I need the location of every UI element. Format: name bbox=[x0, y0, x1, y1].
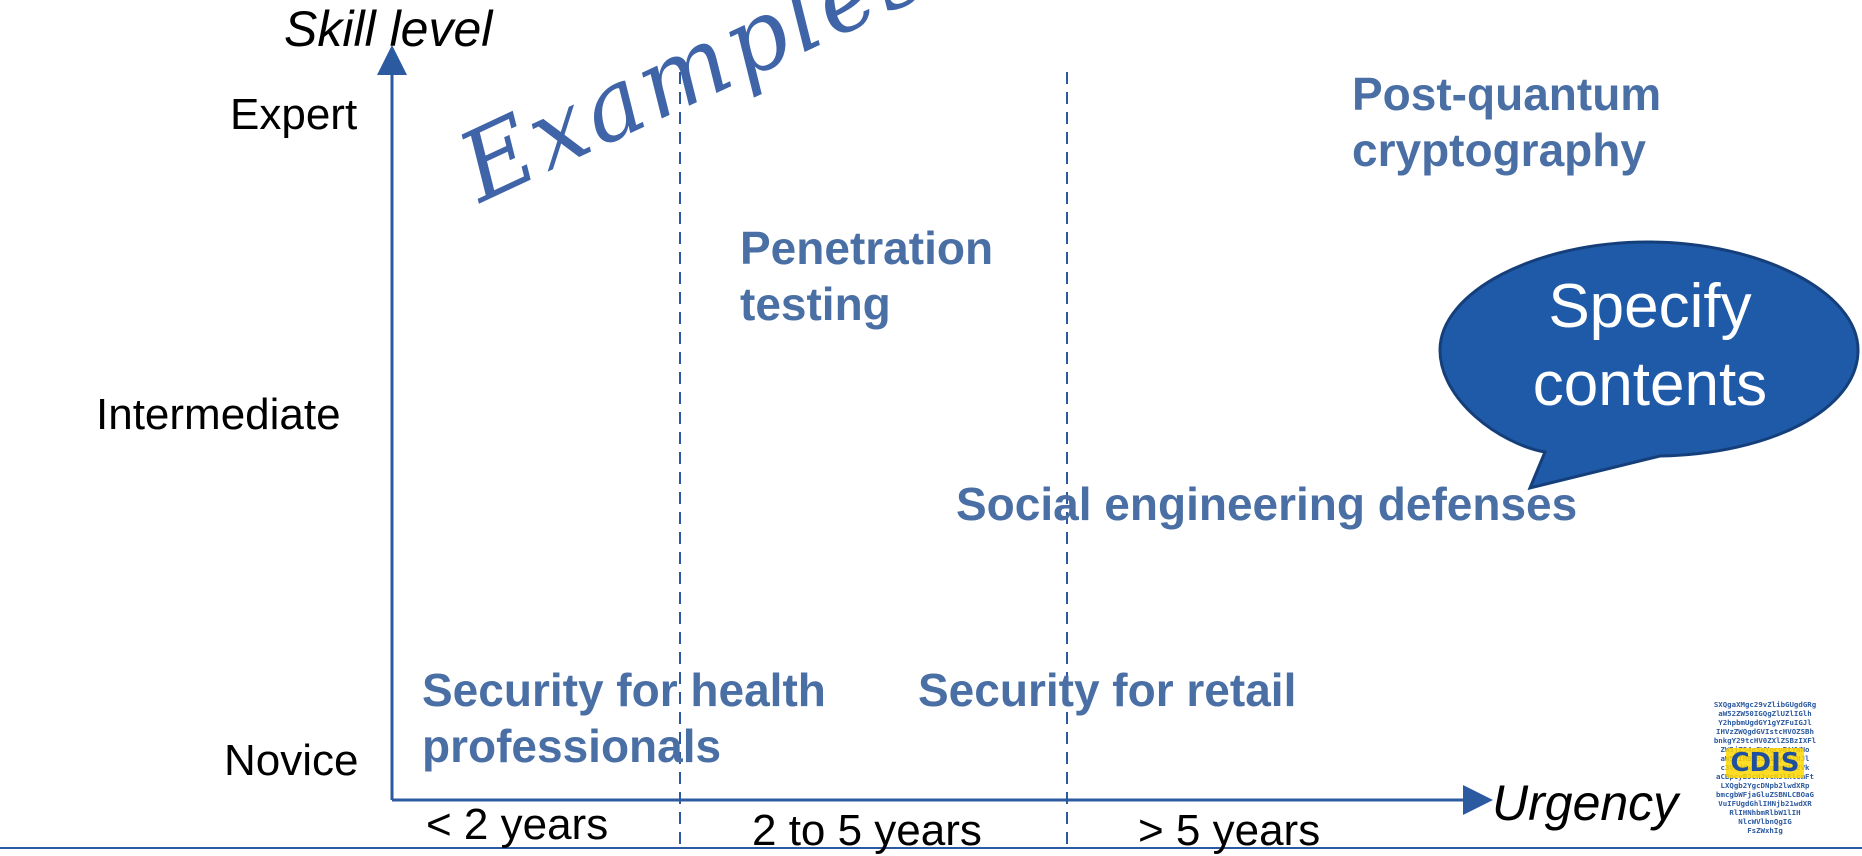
cdis-logo: SXQgaXMgc29vZlibGUgdGRg aW52ZW50IGQgZlUZ… bbox=[1700, 700, 1830, 840]
item-health: Security for health professionals bbox=[422, 662, 826, 774]
callout-text: Specify contents bbox=[1480, 268, 1820, 424]
cdis-logo-text: CDIS bbox=[1726, 748, 1804, 778]
callout-line-2: contents bbox=[1532, 350, 1768, 419]
item-health-line-1: Security for health bbox=[422, 664, 826, 716]
item-penetration-testing: Penetration testing bbox=[740, 220, 993, 332]
callout-bubble bbox=[1438, 240, 1860, 491]
y-axis-title: Skill level bbox=[284, 1, 493, 57]
x-range-medium: 2 to 5 years bbox=[752, 806, 982, 855]
x-range-short: < 2 years bbox=[426, 800, 609, 849]
item-post-quantum-line-1: Post-quantum bbox=[1352, 68, 1662, 120]
y-level-intermediate: Intermediate bbox=[96, 390, 341, 439]
item-post-quantum: Post-quantum cryptography bbox=[1352, 66, 1661, 178]
item-penetration-line-2: testing bbox=[740, 278, 891, 330]
y-level-expert: Expert bbox=[230, 90, 358, 139]
x-range-long: > 5 years bbox=[1138, 806, 1321, 855]
callout-line-1: Specify bbox=[1548, 272, 1752, 341]
y-level-novice: Novice bbox=[224, 736, 359, 785]
item-health-line-2: professionals bbox=[422, 720, 722, 772]
x-axis-title: Urgency bbox=[1492, 775, 1679, 831]
item-social-engineering: Social engineering defenses bbox=[956, 478, 1578, 530]
item-retail: Security for retail bbox=[918, 664, 1297, 716]
item-penetration-line-1: Penetration bbox=[740, 222, 994, 274]
item-post-quantum-line-2: cryptography bbox=[1352, 124, 1646, 176]
